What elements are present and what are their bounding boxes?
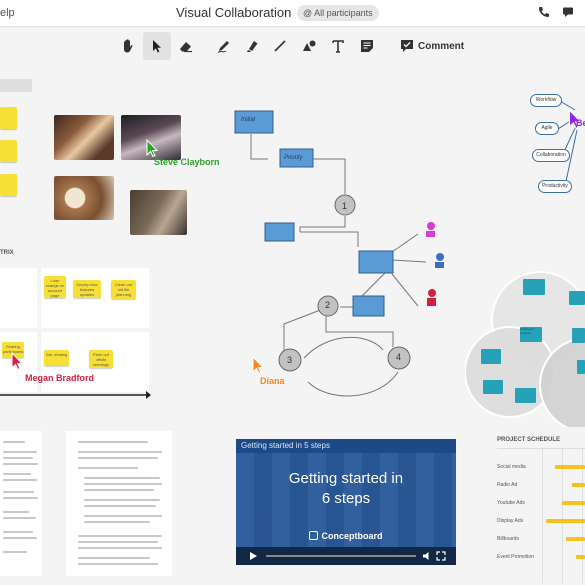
flow-step-4: 4 [396,352,402,362]
hand-icon[interactable] [114,32,142,60]
document-page[interactable] [66,431,172,576]
flow-initial-label: Initial [241,117,256,123]
photo-latte-art[interactable] [54,176,114,220]
pen-icon[interactable] [210,32,238,60]
video-embed[interactable]: Getting started in 5 steps Getting start… [236,439,456,565]
fullscreen-icon[interactable] [436,551,446,561]
photo-city-street[interactable] [54,115,114,160]
video-thumbnail-bg [236,453,456,547]
whiteboard-canvas[interactable]: Steve Clayborn TRIX Loan change on accou… [0,62,585,585]
schedule-row-label: Event Promotion [497,554,534,560]
partial-cursor-name: Be [576,118,585,128]
icon-sticky[interactable] [0,107,17,129]
flowchart [234,110,444,397]
matrix-title: TRIX [0,250,14,256]
schedule-bar[interactable] [566,537,585,541]
megan-cursor-icon [11,352,23,370]
icon-sticky[interactable] [0,140,17,162]
top-bar: elp Visual Collaboration @ All participa… [0,0,585,27]
steve-cursor-name: Steve Clayborn [154,157,220,167]
diana-cursor-icon [252,356,264,374]
partial-cursor-icon [568,109,582,129]
venn-sticky[interactable] [515,388,536,403]
schedule-bar[interactable] [576,555,585,559]
flow-priority-label: Priority [284,155,303,161]
chat-icon[interactable] [562,6,574,21]
matrix-sticky[interactable]: Deploy new features updates [73,280,101,298]
venn-center-label: Dashboard analysis [520,327,535,335]
video-brand-name: Conceptboard [321,531,383,541]
video-progress-bar[interactable] [266,555,416,557]
sticky-note-icon[interactable] [353,32,381,60]
matrix-sticky[interactable]: Sharing participants [2,342,24,358]
icon-sticky[interactable] [0,174,17,196]
schedule-bar[interactable] [572,483,585,487]
help-link[interactable]: elp [0,7,15,19]
shapes-icon[interactable] [295,32,323,60]
flow-step-1: 1 [342,201,348,211]
steve-cursor-icon [146,139,158,157]
pointer-icon[interactable] [143,32,171,60]
mindmap-node-agile[interactable]: Agile [535,122,559,135]
mindmap-node-productivity[interactable]: Productivity [538,180,572,193]
video-title: Getting started in 6 steps [236,469,456,509]
frame-label-bar [0,79,32,92]
eraser-icon[interactable] [172,32,200,60]
drawing-toolbar: Comment [112,31,472,61]
volume-icon[interactable] [422,551,432,561]
highlighter-icon[interactable] [238,32,266,60]
venn-sticky[interactable] [572,328,585,343]
video-title-line1: Getting started in [288,470,404,487]
matrix-sticky[interactable]: Price out offsite meetings [89,350,113,368]
board-title[interactable]: Visual Collaboration [176,5,292,20]
mindmap-connectors [557,100,578,187]
mindmap-node-workflow[interactable]: Workflow [530,94,562,107]
schedule-row-label: Radio Ad [497,482,518,488]
schedule-row-label: Display Ads [497,518,524,524]
matrix-sticky[interactable]: Loan change on account page [44,276,66,298]
venn-center-sticky[interactable]: Dashboard analysis [520,327,542,342]
brand-logo-icon [309,531,319,540]
schedule-bar[interactable] [562,501,585,505]
schedule-title: PROJECT SCHEDULE [497,437,561,443]
venn-sticky[interactable] [481,349,501,364]
megan-cursor-name: Megan Bradford [25,373,95,383]
matrix-axis-arrow [0,391,151,399]
participants-pill[interactable]: @ All participants [297,5,379,21]
matrix-sticky[interactable]: Clean out old file planning [111,280,136,299]
video-header: Getting started in 5 steps [236,439,456,453]
comment-button-label[interactable]: Comment [418,41,465,52]
venn-sticky[interactable] [569,291,585,305]
schedule-row-label: Social media [497,464,526,470]
play-icon[interactable] [248,551,258,561]
venn-sticky[interactable] [523,279,545,295]
flow-step-2: 2 [325,300,331,310]
venn-sticky[interactable] [483,380,503,394]
schedule-grid [497,448,585,583]
venn-sticky[interactable] [577,360,585,374]
mindmap-node-collaboration[interactable]: Collaboration [532,149,570,162]
diana-cursor-name: Diana [260,376,285,386]
comment-icon[interactable] [393,32,421,60]
flow-step-3: 3 [287,355,293,365]
matrix-sticky[interactable]: Get. sharing [44,350,69,366]
schedule-bar[interactable] [546,519,585,523]
schedule-row-label: Billboards [497,536,519,542]
matrix-cell [0,268,37,328]
photo-camera[interactable] [130,190,187,235]
line-icon[interactable] [266,32,294,60]
phone-icon[interactable] [538,6,550,21]
video-controls [236,547,456,565]
schedule-bar[interactable] [555,465,585,469]
text-icon[interactable] [324,32,352,60]
schedule-row-label: Youtube Ads [497,500,525,506]
document-page[interactable] [0,431,42,576]
video-title-line2: 6 steps [321,490,371,507]
video-brand: Conceptboard [236,531,456,541]
